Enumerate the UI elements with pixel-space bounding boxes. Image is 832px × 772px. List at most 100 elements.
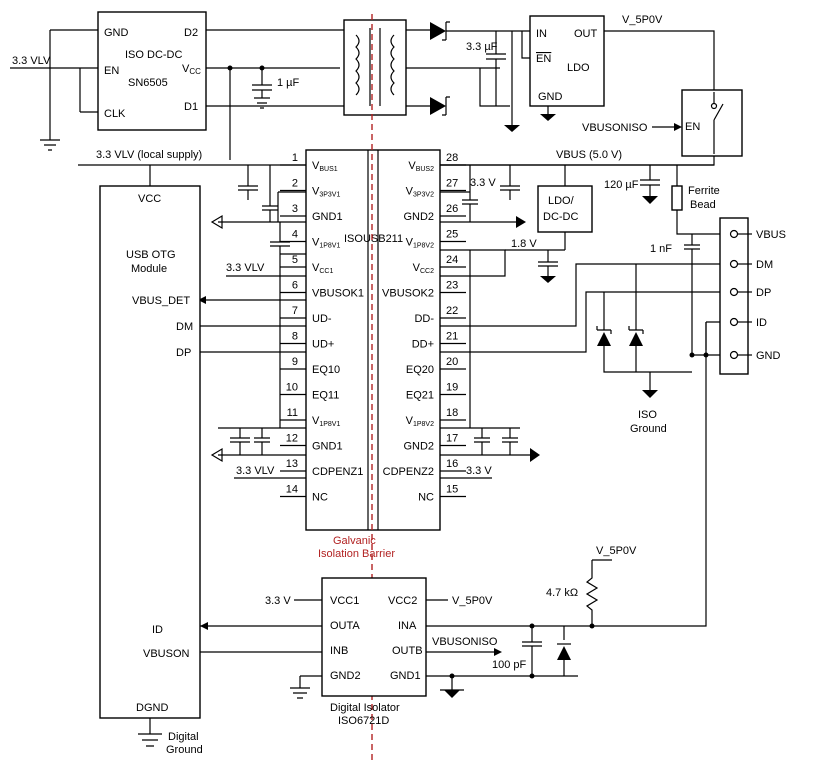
usb-dp: DP xyxy=(176,347,191,359)
pin-number: 24 xyxy=(446,254,458,266)
transformer-center xyxy=(406,67,510,107)
svg-text:INA: INA xyxy=(398,620,417,632)
ldo-label: LDO xyxy=(567,62,590,74)
right-bottom-decoupling xyxy=(440,427,530,456)
pin-clk: CLK xyxy=(104,108,126,120)
supply-3v3-label: 3.3 VLV xyxy=(12,55,51,67)
svg-text:GND1: GND1 xyxy=(390,670,421,682)
pin-number: 7 xyxy=(292,305,298,317)
di-vcc1-supply: 3.3 V xyxy=(265,595,291,607)
tvs-diode-dp xyxy=(629,332,643,346)
zener-diode xyxy=(557,646,571,660)
pin-number: 12 xyxy=(286,433,298,445)
pullup-supply: V_5P0V xyxy=(596,545,637,557)
vbus-switch: EN xyxy=(681,89,743,157)
ground-symbol xyxy=(40,139,60,151)
pin-number: 1 xyxy=(292,152,298,164)
vbusoniso-label: VBUSONISO xyxy=(582,122,648,134)
connector-pin xyxy=(729,229,739,239)
ldo-dcdc-block: LDO/ DC-DC xyxy=(537,185,593,233)
barrier-label-2: Isolation Barrier xyxy=(318,548,395,560)
pin-number: 11 xyxy=(287,407,298,419)
pin-number: 21 xyxy=(446,331,458,343)
pin-d2: D2 xyxy=(184,27,198,39)
pin-gnd: GND xyxy=(104,27,129,39)
transformer xyxy=(343,19,407,116)
right-decoupling xyxy=(440,164,714,223)
pin-name: V1P8V1 xyxy=(312,237,340,250)
cap-1u-label: 1 µF xyxy=(277,77,300,89)
switch-en: EN xyxy=(685,121,700,133)
pin-number: 13 xyxy=(286,458,298,470)
pin-name: VBUSOK2 xyxy=(382,288,434,300)
usb-dm: DM xyxy=(176,321,193,333)
pin-name: GND2 xyxy=(403,441,434,453)
iso-ground-2: Ground xyxy=(630,423,667,435)
transformer-outputs xyxy=(406,29,430,107)
svg-text:VCC2: VCC2 xyxy=(388,595,417,607)
pin-number: 27 xyxy=(446,178,458,190)
pin-name: NC xyxy=(312,492,328,504)
pin-name: V1P8V1 xyxy=(312,415,340,428)
cap-1u-symbol xyxy=(252,68,272,109)
ldo-en: EN xyxy=(536,53,551,65)
pin-name: NC xyxy=(418,492,434,504)
pin-number: 2 xyxy=(292,178,298,190)
isousb211-chip: ISOUSB211 1VBUS12V3P3V13GND14V1P8V15VCC1… xyxy=(280,149,466,531)
pin-name: VBUS1 xyxy=(312,160,338,173)
pin-number: 15 xyxy=(446,484,458,496)
data-line-wires xyxy=(440,263,720,353)
usb-title-1: USB OTG xyxy=(126,249,176,261)
svg-text:OUTB: OUTB xyxy=(392,645,423,657)
pin-name: VBUSOK1 xyxy=(312,288,364,300)
connector-pin xyxy=(729,287,739,297)
usb-otg-module: VCC USB OTG Module ID VBUSON DGND xyxy=(99,185,201,719)
svg-text:OUTA: OUTA xyxy=(330,620,360,632)
pin-name: DD+ xyxy=(412,339,434,351)
dcdc-input-wires xyxy=(10,29,98,140)
usb-vbuson: VBUSON xyxy=(143,648,190,660)
pin-name: UD- xyxy=(312,313,332,325)
pin-number: 28 xyxy=(446,152,458,164)
connector-pin xyxy=(729,317,739,327)
v1p8-label: 1.8 V xyxy=(511,238,537,250)
cdpenz2-supply-label: 3.3 V xyxy=(466,465,492,477)
svg-text:VCC1: VCC1 xyxy=(330,595,359,607)
local-supply-label: 3.3 VLV (local supply) xyxy=(96,149,202,161)
res-4k7-label: 4.7 kΩ xyxy=(546,587,578,599)
pin-number: 14 xyxy=(286,484,298,496)
gnd1-triangle xyxy=(210,214,223,230)
pin-number: 20 xyxy=(446,356,458,368)
vcc1-supply-label: 3.3 VLV xyxy=(226,262,265,274)
isolator-title: Digital Isolator xyxy=(330,702,400,714)
left-decoupling xyxy=(238,165,306,222)
iso-dcdc-converter: GND EN CLK D2 VCC D1 ISO DC-DC SN6505 xyxy=(97,11,207,131)
pin-name: UD+ xyxy=(312,339,334,351)
usb-title-2: Module xyxy=(131,263,167,275)
pin-number: 25 xyxy=(446,229,458,241)
iso-ground-1: ISO xyxy=(638,409,657,421)
pin-number: 23 xyxy=(446,280,458,292)
pin-number: 8 xyxy=(292,331,298,343)
pin-name: GND1 xyxy=(312,211,343,223)
pin-name: V3P3V2 xyxy=(406,186,434,199)
barrier-label-1: Galvanic xyxy=(333,535,376,547)
pin-number: 26 xyxy=(446,203,458,215)
pin-name: VCC1 xyxy=(312,262,333,275)
cap-100p-label: 100 pF xyxy=(492,659,527,671)
ferrite-label-2: Bead xyxy=(690,199,716,211)
isousb-part: ISOUSB211 xyxy=(344,233,403,245)
connector-label: VBUS xyxy=(756,229,786,241)
pin-number: 9 xyxy=(292,356,298,368)
ferrite-bead xyxy=(671,185,683,211)
pin-name: GND1 xyxy=(312,441,343,453)
resistor-4k7 xyxy=(585,559,612,626)
pin-name: VBUS2 xyxy=(408,160,434,173)
pin-name: EQ21 xyxy=(406,390,434,402)
pin-d1: D1 xyxy=(184,101,198,113)
pin-name: EQ20 xyxy=(406,364,434,376)
pin-en: EN xyxy=(104,65,119,77)
pin-name: EQ10 xyxy=(312,364,340,376)
